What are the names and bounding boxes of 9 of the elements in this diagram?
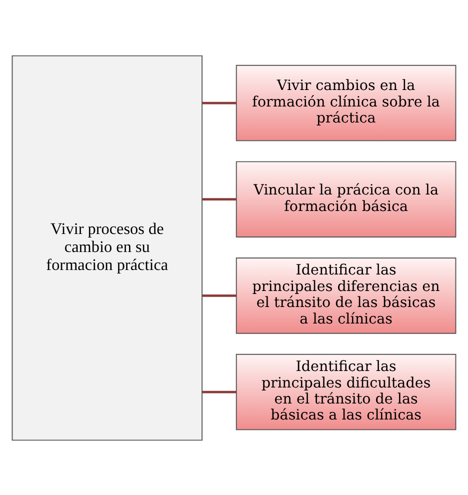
node-box: Vivir cambios en la formación clínica sobre la práctica <box>236 64 456 141</box>
connector <box>202 294 236 296</box>
node-box: Identificar las principales diferencias en el tránsito de las básicas a las clínicas <box>236 257 456 334</box>
connector <box>202 390 236 393</box>
node-box: Identificar las principales dificultades en el tránsito de las básicas a las clínicas <box>236 353 456 430</box>
node-box: Vivir procesos de cambio en su formacion práctica <box>12 54 203 440</box>
connector <box>202 198 236 200</box>
node-box: Vincular la prácica con la formación básica <box>236 160 456 237</box>
connector <box>202 101 236 104</box>
